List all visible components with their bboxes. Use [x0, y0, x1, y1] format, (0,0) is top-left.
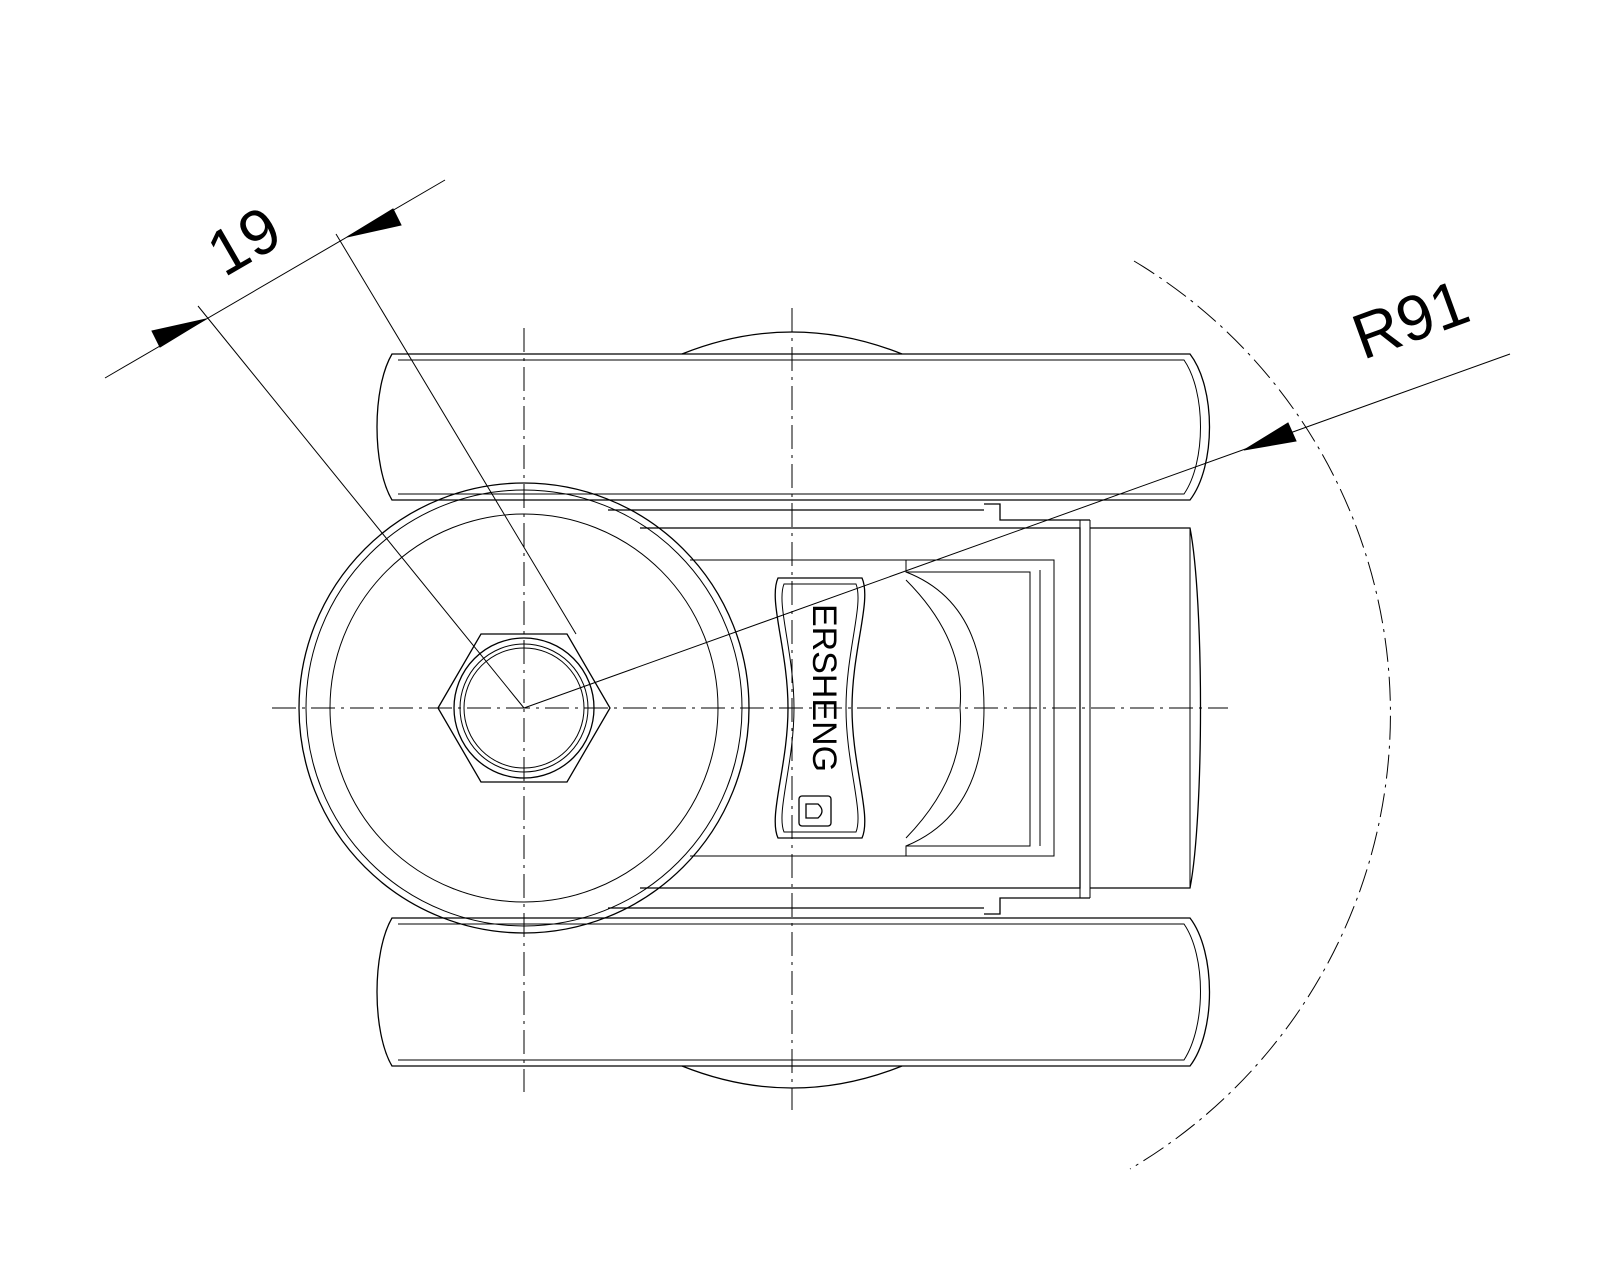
brand-logo-mark	[805, 803, 823, 819]
offset-dimension: 19	[104, 179, 577, 709]
brand-plate: ERSHENG	[774, 577, 866, 839]
hex-nut	[437, 633, 611, 783]
radius-dimension: R91	[523, 265, 1511, 709]
offset-extension-line-1	[197, 305, 525, 709]
brand-logo-icon	[798, 795, 832, 827]
top-wheel	[376, 331, 1211, 501]
offset-dimension-line	[104, 179, 446, 379]
brand-logo-frame	[798, 795, 832, 827]
stem-inner-circle	[459, 643, 589, 773]
swivel-housing	[298, 482, 750, 934]
fork-rear-block	[1090, 527, 1202, 889]
fork-inner-recess	[690, 559, 1055, 857]
offset-extension-line-2	[335, 233, 577, 635]
swivel-plate-circle	[329, 513, 719, 903]
fork-plate	[905, 560, 1031, 856]
stem-bore-circle	[463, 647, 585, 769]
radius-dimension-value: R91	[1343, 265, 1478, 373]
brand-plate-inner-outline	[781, 583, 859, 833]
top-wheel-hub-bulge	[681, 331, 903, 355]
swivel-outer-circle-2	[305, 489, 743, 927]
bottom-wheel-inner-line	[398, 923, 1201, 1061]
wheel-axle-bulge-inner	[905, 579, 962, 839]
radius-arrow	[1243, 422, 1297, 451]
fork-top-step	[984, 503, 1090, 521]
bottom-wheel	[376, 917, 1211, 1089]
top-wheel-inner-line	[398, 359, 1201, 495]
bottom-wheel-hub-bulge	[681, 1065, 903, 1089]
swivel-outer-circle	[298, 482, 750, 934]
offset-arrow-right	[346, 208, 402, 238]
bottom-wheel-tread	[376, 917, 1211, 1067]
top-wheel-tread	[376, 353, 1211, 501]
wheel-axle-bulge	[905, 571, 985, 847]
fork-bottom-step	[984, 897, 1090, 915]
brand-plate-outline	[774, 577, 866, 839]
brand-name-text: ERSHENG	[805, 604, 843, 772]
stem-outer-circle	[453, 637, 595, 779]
fork-body	[608, 503, 1202, 915]
offset-dimension-value: 19	[195, 192, 293, 290]
offset-arrow-left	[151, 318, 207, 348]
radius-leader-line	[523, 353, 1511, 709]
swivel-radius-arc	[1129, 260, 1391, 1170]
center-lines	[272, 260, 1391, 1170]
